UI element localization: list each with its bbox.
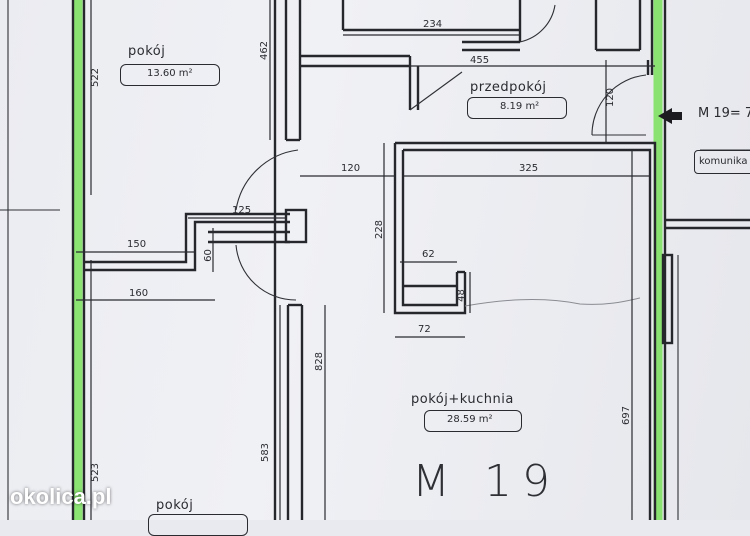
neighbor-label: M 19= 7 <box>698 106 750 121</box>
room-area-pokoj-kuchnia: 28.59 m² <box>447 414 493 425</box>
dim-125: 125 <box>232 205 252 216</box>
corridor-label: komunika <box>699 156 748 167</box>
corridor-label-box: komunika <box>694 150 750 174</box>
dim-160: 160 <box>129 288 149 299</box>
room-label-przedpokoj: przedpokój <box>470 80 547 95</box>
dim-234: 234 <box>423 19 443 30</box>
dim-120: 120 <box>341 163 361 174</box>
dim-120-door: 120 <box>605 87 617 108</box>
arrow-tail <box>670 112 682 120</box>
dim-325: 325 <box>519 163 539 174</box>
room-area-box-pokoj-top: 13.60 m² <box>120 64 220 86</box>
room-area-box-przedpokoj: 8.19 m² <box>467 97 567 119</box>
dim-62: 62 <box>422 249 435 260</box>
room-label-pokoj-kuchnia: pokój+kuchnia <box>411 392 514 407</box>
room-area-pokoj-top: 13.60 m² <box>147 68 193 79</box>
dim-228: 228 <box>374 219 386 240</box>
dim-455: 455 <box>470 55 490 66</box>
dim-828: 828 <box>314 351 326 372</box>
room-label-pokoj-top: pokój <box>128 44 166 59</box>
arrow-left-icon <box>658 108 672 124</box>
dim-522: 522 <box>90 67 102 88</box>
dim-150: 150 <box>127 239 147 250</box>
dim-523: 523 <box>90 462 102 483</box>
dim-583: 583 <box>260 442 272 463</box>
dim-60: 60 <box>202 249 214 262</box>
room-area-box-pokoj-bottom <box>148 514 248 536</box>
floor-plan-drawing <box>0 0 750 520</box>
dim-72: 72 <box>418 324 431 335</box>
floor-plan-paper <box>0 0 750 520</box>
dim-462: 462 <box>259 40 271 61</box>
room-area-przedpokoj: 8.19 m² <box>500 101 540 112</box>
watermark-logo: okolica.pl <box>10 484 112 509</box>
dim-697: 697 <box>621 405 633 426</box>
dim-48: 48 <box>455 289 467 302</box>
room-area-box-pokoj-kuchnia: 28.59 m² <box>424 410 522 432</box>
room-label-pokoj-bottom: pokój <box>156 498 194 513</box>
apartment-title: M 19 <box>412 456 560 507</box>
